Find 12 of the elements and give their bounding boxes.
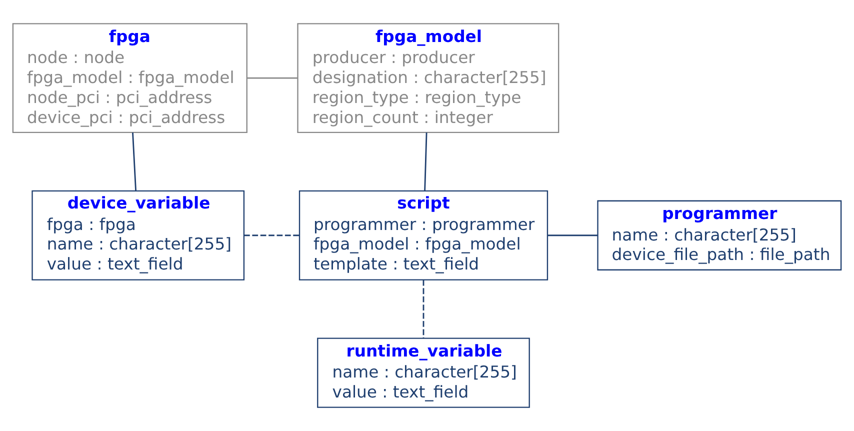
connector: [424, 132, 428, 191]
node-box: script programmer : programmer fpga_model : fpga_model template : text_field: [298, 190, 548, 280]
connector: [247, 77, 298, 79]
connector: [132, 132, 136, 191]
connector: [548, 234, 598, 236]
connector: [422, 280, 424, 338]
node-box: programmer name : character[255] device_file_path : file_path: [597, 200, 842, 270]
node-box: fpga node : node fpga_model : fpga_model node_pci : pci_address device_pci : pci_address: [12, 23, 248, 134]
connector: [244, 234, 300, 236]
node-box: fpga_model producer : producer designation : character[255] region_type : region_type region_count : integer: [297, 23, 560, 134]
node-box: device_variable fpga : fpga name : character[255] value : text_field: [32, 190, 245, 280]
node-box: runtime_variable name : character[255] value : text_field: [317, 338, 530, 408]
